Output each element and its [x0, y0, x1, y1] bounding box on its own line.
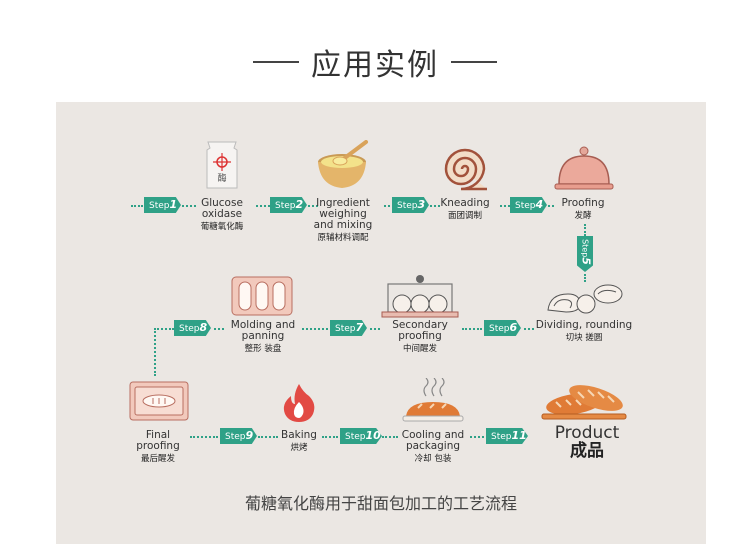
step-badge-4: Step4 [510, 197, 547, 213]
connector-dots [214, 328, 224, 330]
connector-dots [584, 224, 586, 236]
connector-dots [154, 328, 174, 330]
connector-dots [462, 328, 482, 330]
step-badge-2: Step2 [270, 197, 307, 213]
connector-dots [548, 205, 554, 207]
step-badge-5: Step5 [577, 236, 593, 272]
node-dividing-rounding: Dividing, rounding 切块 搓圆 [535, 319, 633, 344]
node-baking: Baking 烘烤 [281, 429, 317, 454]
connector-dots [154, 328, 156, 376]
connector-dots [430, 205, 440, 207]
header-left-dash [253, 61, 299, 63]
dough-roll-icon [437, 146, 493, 196]
connector-dots [470, 436, 484, 438]
connector-dots [256, 205, 270, 207]
section-header: 应用实例 [0, 38, 750, 86]
baked-bread-icon [402, 377, 464, 428]
connector-dots [382, 436, 398, 438]
step-badge-7: Step7 [330, 320, 367, 336]
bag-label: 酶 [217, 174, 227, 184]
step-badge-9: Step9 [220, 428, 257, 444]
connector-dots [384, 205, 398, 207]
connector-dots [258, 436, 278, 438]
connector-dots [322, 436, 338, 438]
step-badge-11: Step11 [486, 428, 528, 444]
dough-tray-icon [380, 274, 460, 322]
proofing-pan-icon [129, 381, 189, 425]
enzyme-bag-icon: 酶 [204, 140, 240, 194]
mixing-bowl-icon [316, 140, 372, 196]
loaf-pan-icon [231, 276, 293, 320]
step-badge-6: Step6 [484, 320, 521, 336]
node-kneading: Kneading 面团调制 [440, 197, 490, 222]
dough-pieces-icon [546, 280, 626, 320]
connector-dots [302, 328, 328, 330]
flame-icon [279, 382, 319, 428]
step-badge-10: Step10 [340, 428, 382, 444]
node-product: Product 成品 [554, 423, 620, 461]
connector-dots [370, 328, 380, 330]
connector-dots [524, 328, 534, 330]
cloche-icon [553, 146, 615, 198]
connector-dots [584, 274, 586, 282]
connector-dots [131, 205, 143, 207]
step-badge-3: Step3 [392, 197, 429, 213]
step-badge-8: Step8 [174, 320, 211, 336]
diagram-caption: 葡糖氧化酶用于甜面包加工的工艺流程 [244, 494, 517, 513]
connector-dots [500, 205, 510, 207]
node-proofing: Proofing 发酵 [561, 197, 605, 222]
connector-dots [308, 205, 318, 207]
page-title: 应用实例 [311, 48, 439, 83]
connector-dots [182, 205, 196, 207]
header-right-dash [451, 61, 497, 63]
bread-loaves-icon [538, 378, 630, 428]
step-badge-1: Step1 [144, 197, 181, 213]
connector-dots [190, 436, 218, 438]
